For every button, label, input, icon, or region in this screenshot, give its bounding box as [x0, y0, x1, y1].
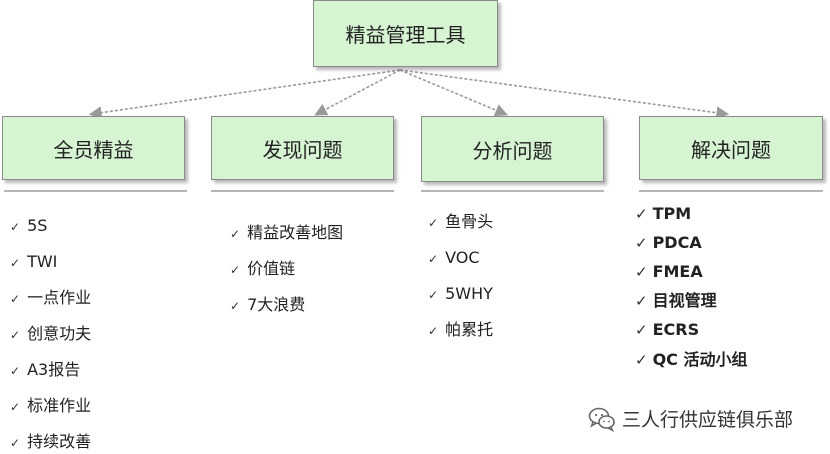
list-item: ✓TWI [10, 252, 58, 271]
check-icon: ✓ [635, 234, 648, 252]
root-label: 精益管理工具 [345, 23, 466, 47]
separator-line [639, 190, 823, 192]
list-item: ✓A3报告 [10, 360, 81, 379]
category-box-all-lean: 全员精益 [2, 116, 185, 180]
watermark: 三人行供应链俱乐部 [588, 405, 793, 432]
category-label: 分析问题 [472, 138, 553, 163]
list-item: ✓持续改善 [10, 432, 92, 451]
check-icon: ✓ [230, 263, 241, 277]
separator-line [4, 190, 187, 192]
list-item: ✓目视管理 [635, 291, 717, 310]
list-item: ✓PDCA [635, 233, 702, 252]
root-node: 精益管理工具 [313, 0, 498, 67]
check-icon: ✓ [10, 220, 21, 234]
check-icon: ✓ [10, 436, 21, 450]
check-icon: ✓ [635, 351, 648, 369]
list-item: ✓精益改善地图 [230, 223, 344, 242]
check-icon: ✓ [428, 216, 439, 230]
category-box-solve-problems: 解决问题 [639, 116, 823, 180]
category-box-find-problems: 发现问题 [211, 116, 394, 180]
category-label: 解决问题 [691, 137, 771, 162]
category-label: 发现问题 [262, 137, 343, 162]
check-icon: ✓ [428, 324, 439, 338]
list-item: ✓7大浪费 [230, 295, 306, 314]
check-icon: ✓ [230, 299, 241, 313]
check-icon: ✓ [635, 205, 648, 223]
check-icon: ✓ [10, 328, 21, 342]
list-item: ✓ECRS [635, 320, 700, 339]
list-item: ✓QC 活动小组 [635, 350, 748, 369]
separator-line [211, 190, 394, 192]
check-icon: ✓ [10, 400, 21, 414]
list-item: ✓5WHY [428, 284, 493, 303]
list-item: ✓创意功夫 [10, 324, 92, 343]
category-label: 全员精益 [53, 137, 134, 162]
check-icon: ✓ [635, 263, 648, 281]
arrow-to-cat-1 [314, 69, 401, 116]
list-item: ✓鱼骨头 [428, 212, 494, 231]
list-item: ✓标准作业 [10, 396, 92, 415]
check-icon: ✓ [428, 252, 439, 266]
list-item: ✓帕累托 [428, 320, 494, 339]
check-icon: ✓ [635, 292, 648, 310]
separator-line [421, 190, 604, 192]
check-icon: ✓ [635, 321, 648, 339]
list-item: ✓5S [10, 216, 48, 235]
check-icon: ✓ [428, 288, 439, 302]
arrow-to-cat-3 [399, 69, 730, 120]
list-item: ✓FMEA [635, 262, 703, 281]
list-item: ✓VOC [428, 248, 480, 267]
check-icon: ✓ [10, 256, 21, 270]
check-icon: ✓ [230, 227, 241, 241]
check-icon: ✓ [10, 292, 21, 306]
wechat-icon [588, 407, 615, 432]
arrow-to-cat-0 [88, 69, 401, 119]
category-box-analyze-problems: 分析问题 [421, 116, 604, 182]
check-icon: ✓ [10, 364, 21, 378]
watermark-text: 三人行供应链俱乐部 [622, 409, 794, 431]
list-item: ✓一点作业 [10, 288, 92, 307]
list-item: ✓TPM [635, 204, 692, 223]
arrow-to-cat-2 [399, 69, 508, 117]
list-item: ✓价值链 [230, 259, 296, 278]
